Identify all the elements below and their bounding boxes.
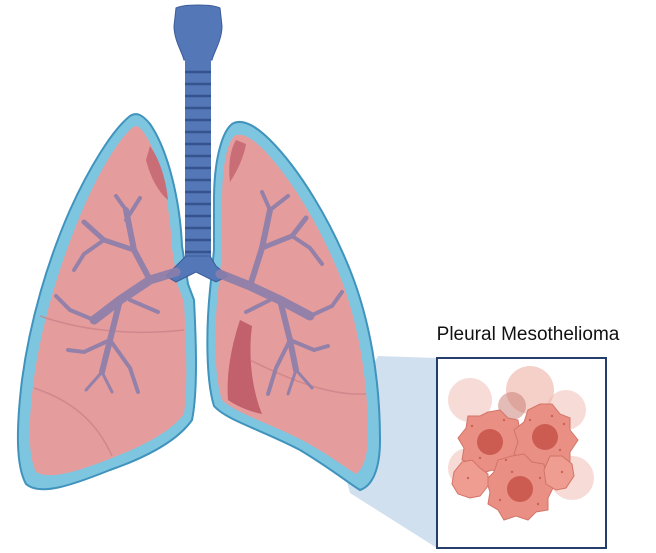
inset-title: Pleural Mesothelioma xyxy=(408,324,648,346)
